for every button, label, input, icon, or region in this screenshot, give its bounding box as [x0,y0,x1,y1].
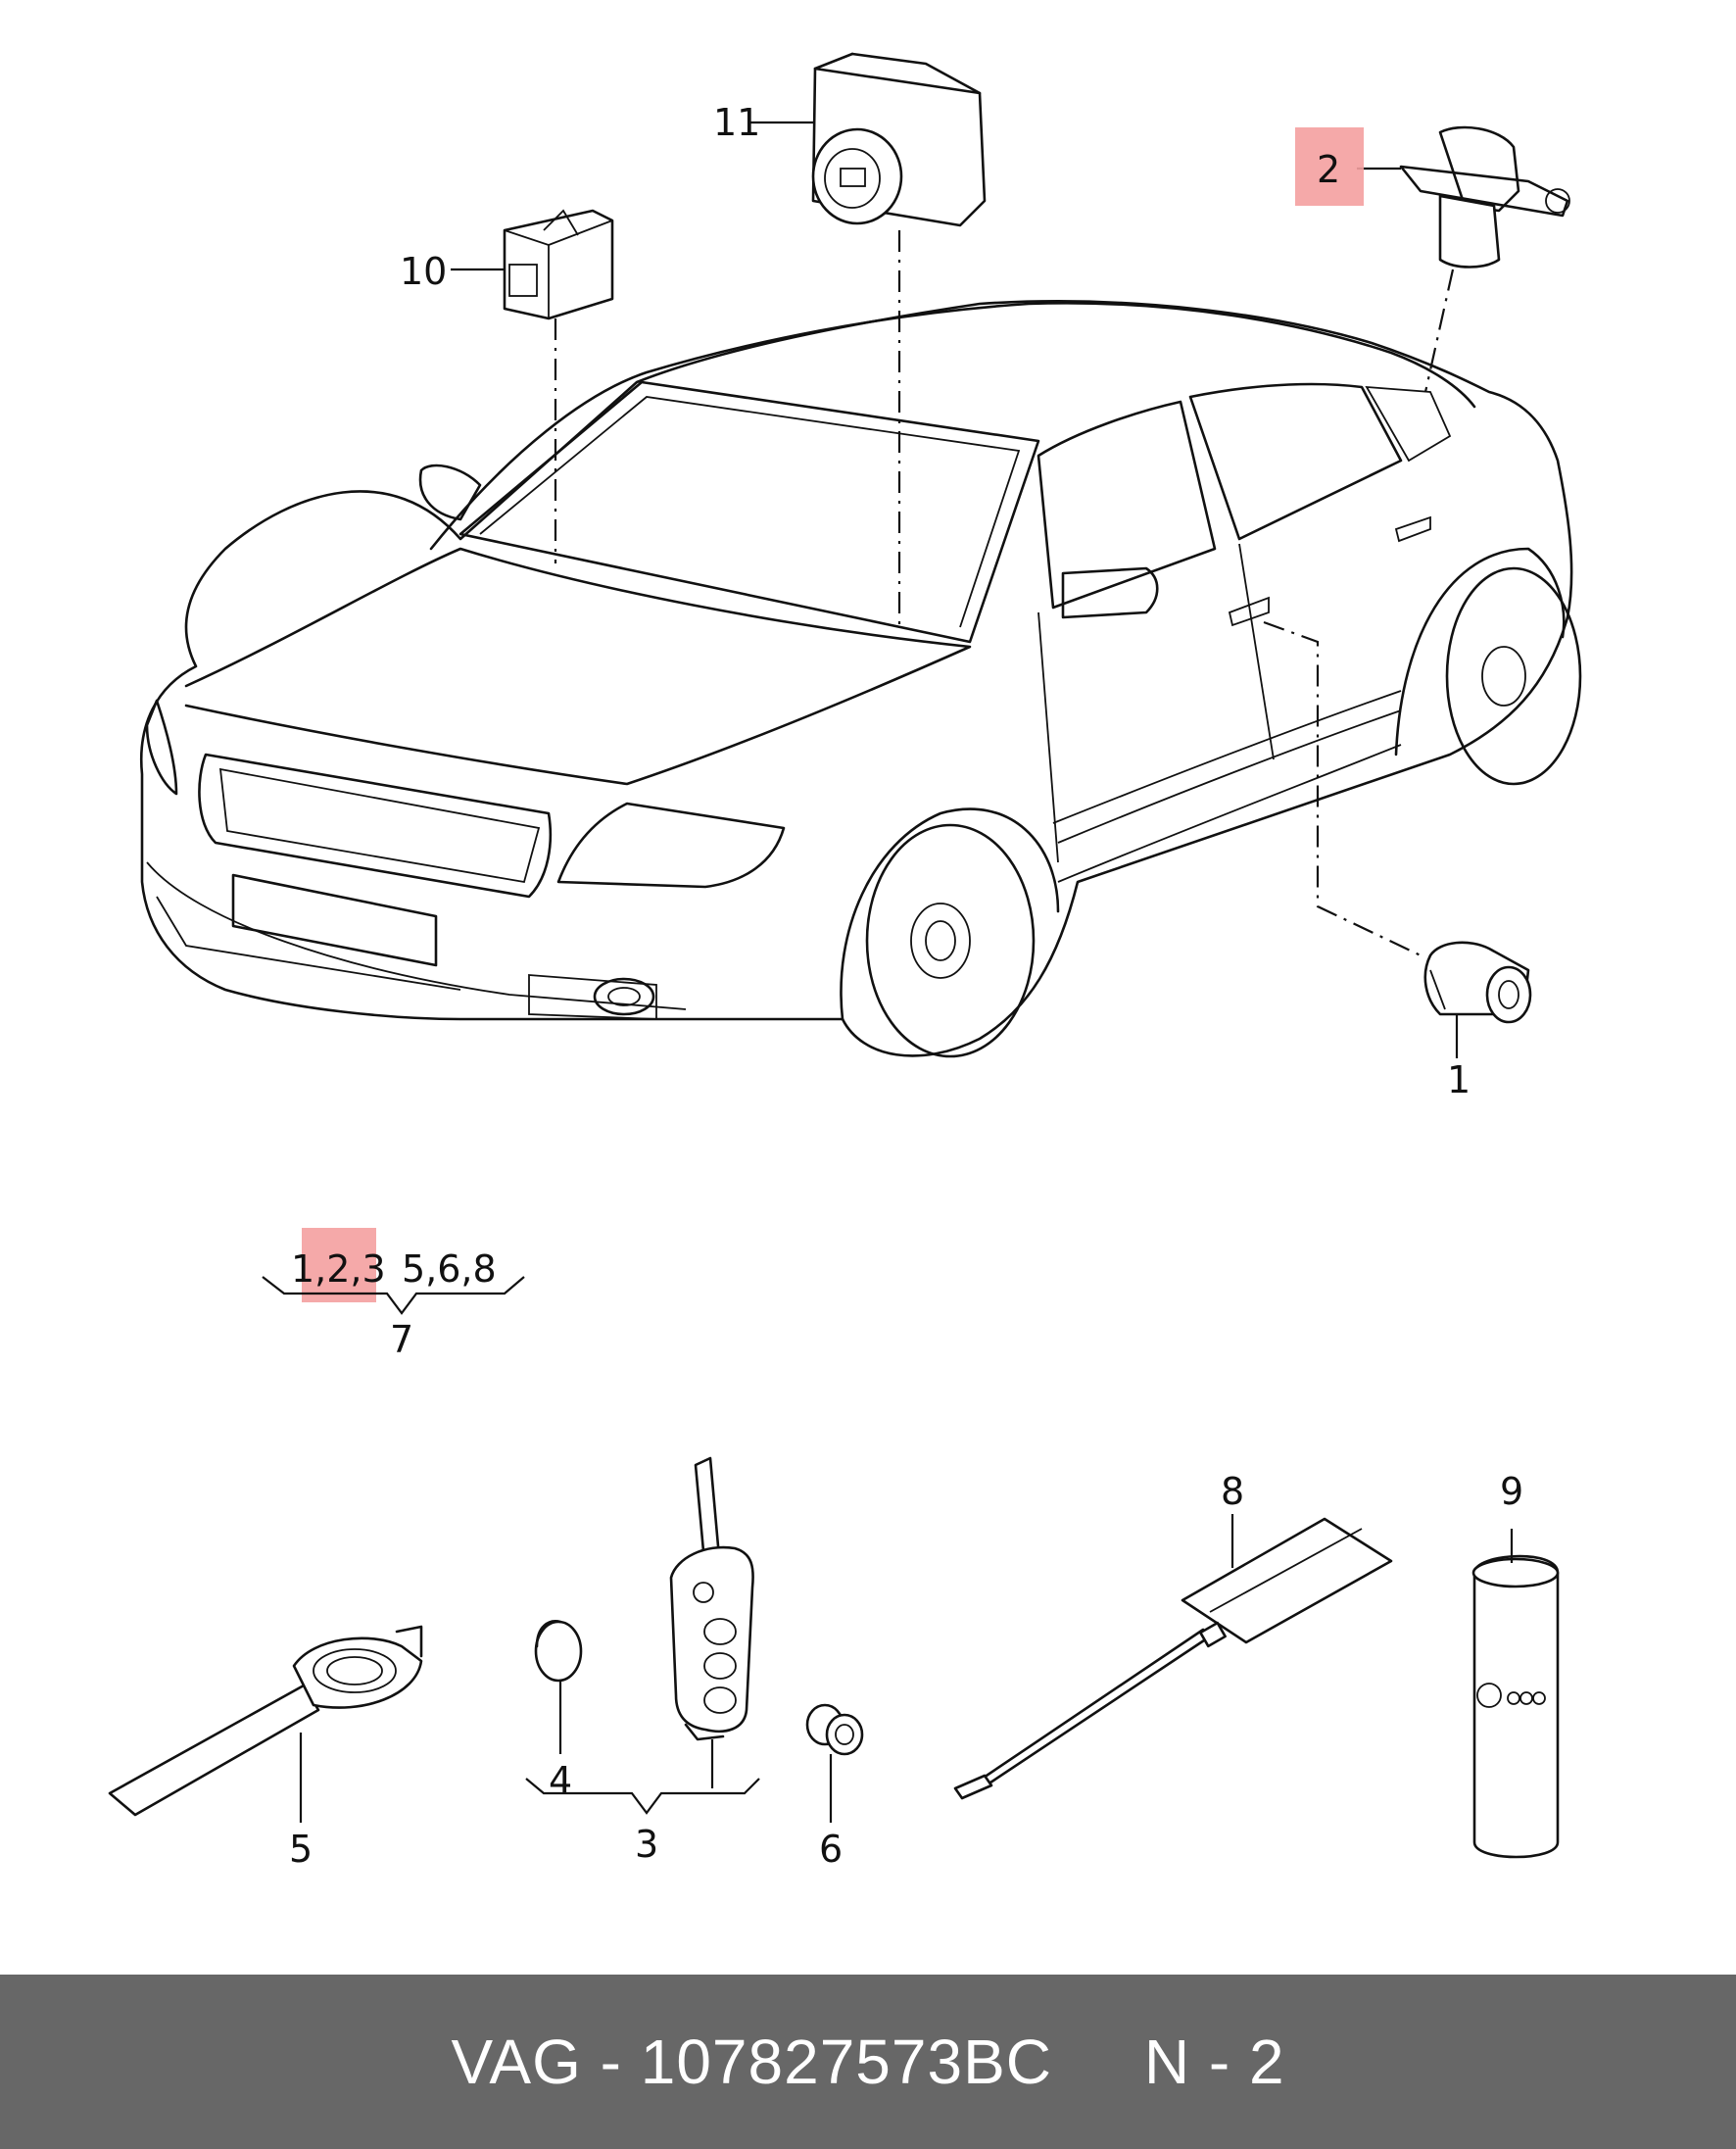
group-note-left: 1,2,3 [291,1247,386,1291]
callout-6: 6 [819,1828,843,1871]
footer-bar: VAG - 107827573BC N - 2 [0,1975,1736,2149]
group-note-right: 5,6,8 [402,1247,497,1291]
part-3-flip-key [669,1456,754,1741]
car-illustration [139,300,1582,1058]
callout-9: 9 [1500,1470,1523,1513]
callout-8: 8 [1221,1470,1244,1513]
callout-11: 11 [713,101,760,144]
callout-5: 5 [289,1828,313,1871]
part-6-ring [805,1703,864,1756]
callout-3: 3 [635,1823,658,1866]
group-note-result: 7 [390,1318,413,1361]
part-9-spray-can [1471,1554,1560,1859]
callout-2: 2 [1317,148,1340,191]
callout-10: 10 [400,250,447,293]
part-11-ignition-unit [811,52,987,227]
part-5-key-tag [108,1625,423,1817]
part-4-battery [534,1620,583,1683]
part-10-switch [503,209,614,320]
part-1-door-lock [1423,941,1532,1024]
callout-2-highlight [1295,127,1364,206]
part-8-tool [953,1517,1393,1800]
group-note-highlight [302,1228,376,1302]
callout-4: 4 [549,1759,572,1802]
callout-1: 1 [1447,1058,1471,1101]
parts-diagram: 11 10 2 1 1,2,3 5,6,8 7 5 4 3 [108,52,1582,1871]
part-2-lock-cylinder [1399,125,1570,269]
footer-part-number: VAG - 107827573BC N - 2 [451,2027,1285,2097]
